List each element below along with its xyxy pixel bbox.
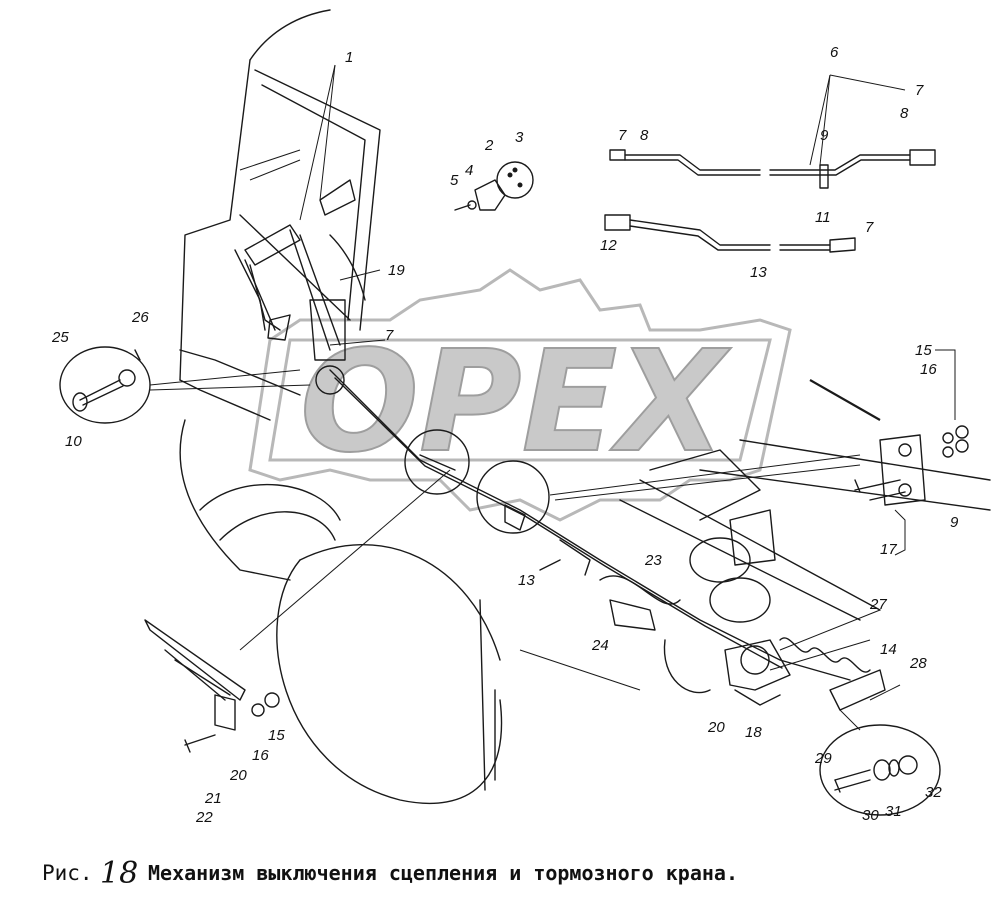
watermark-logo: OPEX: [248, 268, 792, 522]
bolt-detail: [819, 724, 941, 816]
callout-27: 27: [869, 596, 887, 613]
cable-rod: [329, 369, 851, 681]
figure-caption: Рис. 18 Механизм выключения сцепления и …: [42, 856, 738, 891]
callout-13-b: 13: [518, 572, 535, 589]
lever-parts: [454, 161, 534, 211]
callout-16-b: 16: [252, 747, 269, 764]
callout-7-d: 7: [385, 327, 394, 344]
callout-16-a: 16: [920, 361, 937, 378]
callout-29: 29: [814, 750, 832, 767]
callout-3: 3: [515, 129, 524, 146]
pin-detail: [59, 346, 311, 424]
callout-25: 25: [51, 329, 69, 346]
wheel: [276, 544, 641, 805]
callout-1: 1: [345, 49, 353, 66]
callout-28: 28: [909, 655, 927, 672]
caption-text: Механизм выключения сцепления и тормозно…: [148, 861, 738, 885]
callout-11: 11: [815, 209, 831, 226]
callout-17: 17: [880, 541, 897, 558]
callout-20-b: 20: [229, 767, 247, 784]
callout-10: 10: [65, 433, 82, 450]
callout-18: 18: [745, 724, 762, 741]
caption-number: 18: [100, 856, 138, 891]
leader-lines: [239, 64, 906, 731]
callout-26: 26: [131, 309, 149, 326]
callout-15-b: 15: [268, 727, 285, 744]
callout-32: 32: [925, 784, 942, 801]
callout-9-b: 9: [950, 514, 959, 531]
callout-13-a: 13: [750, 264, 767, 281]
callout-31: 31: [885, 803, 902, 820]
callout-21: 21: [204, 790, 222, 807]
callout-12: 12: [600, 237, 617, 254]
callout-7-a: 7: [915, 82, 924, 99]
watermark-text: OPEX: [300, 321, 731, 484]
cab-outline: [179, 9, 381, 581]
callout-24: 24: [591, 637, 609, 654]
callout-22: 22: [195, 809, 213, 826]
callout-30: 30: [862, 807, 879, 824]
callout-9-a: 9: [820, 127, 829, 144]
callout-15-a: 15: [915, 342, 932, 359]
caption-prefix: Рис.: [42, 861, 93, 885]
callout-23: 23: [644, 552, 662, 569]
callout-2: 2: [484, 137, 494, 154]
frame-rails: [619, 379, 991, 621]
callout-14: 14: [880, 641, 897, 658]
callout-5: 5: [450, 172, 459, 189]
callout-6: 6: [830, 44, 839, 61]
pedal-assembly: [244, 179, 366, 395]
callout-7-b: 7: [618, 127, 627, 144]
callout-8-b: 8: [640, 127, 649, 144]
callout-4: 4: [465, 162, 473, 179]
bracket-detail-right: [854, 349, 969, 556]
rod-detail-top: [604, 149, 936, 253]
callout-labels: 1 2 3 4 5 6 7 7 7 7 8 8 9 9 10 11 12 13 …: [51, 44, 959, 826]
callout-8-a: 8: [900, 105, 909, 122]
callout-20-a: 20: [707, 719, 725, 736]
bracket-detail-left: [144, 619, 280, 753]
callout-19: 19: [388, 262, 405, 279]
callout-7-c: 7: [865, 219, 874, 236]
